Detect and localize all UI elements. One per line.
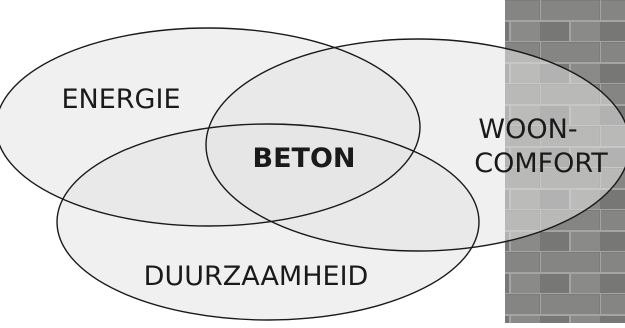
label-beton: BETON [253, 143, 356, 174]
outline-wooncomfort [205, 38, 625, 252]
outline-duurzaamheid [56, 123, 480, 321]
label-woon: WOON- [478, 114, 577, 145]
label-comfort: COMFORT [474, 148, 608, 179]
label-energie: ENERGIE [61, 84, 180, 115]
label-duurzaamheid: DUURZAAMHEID [144, 261, 369, 292]
venn-outlines [0, 27, 625, 321]
outline-energie [0, 27, 421, 227]
